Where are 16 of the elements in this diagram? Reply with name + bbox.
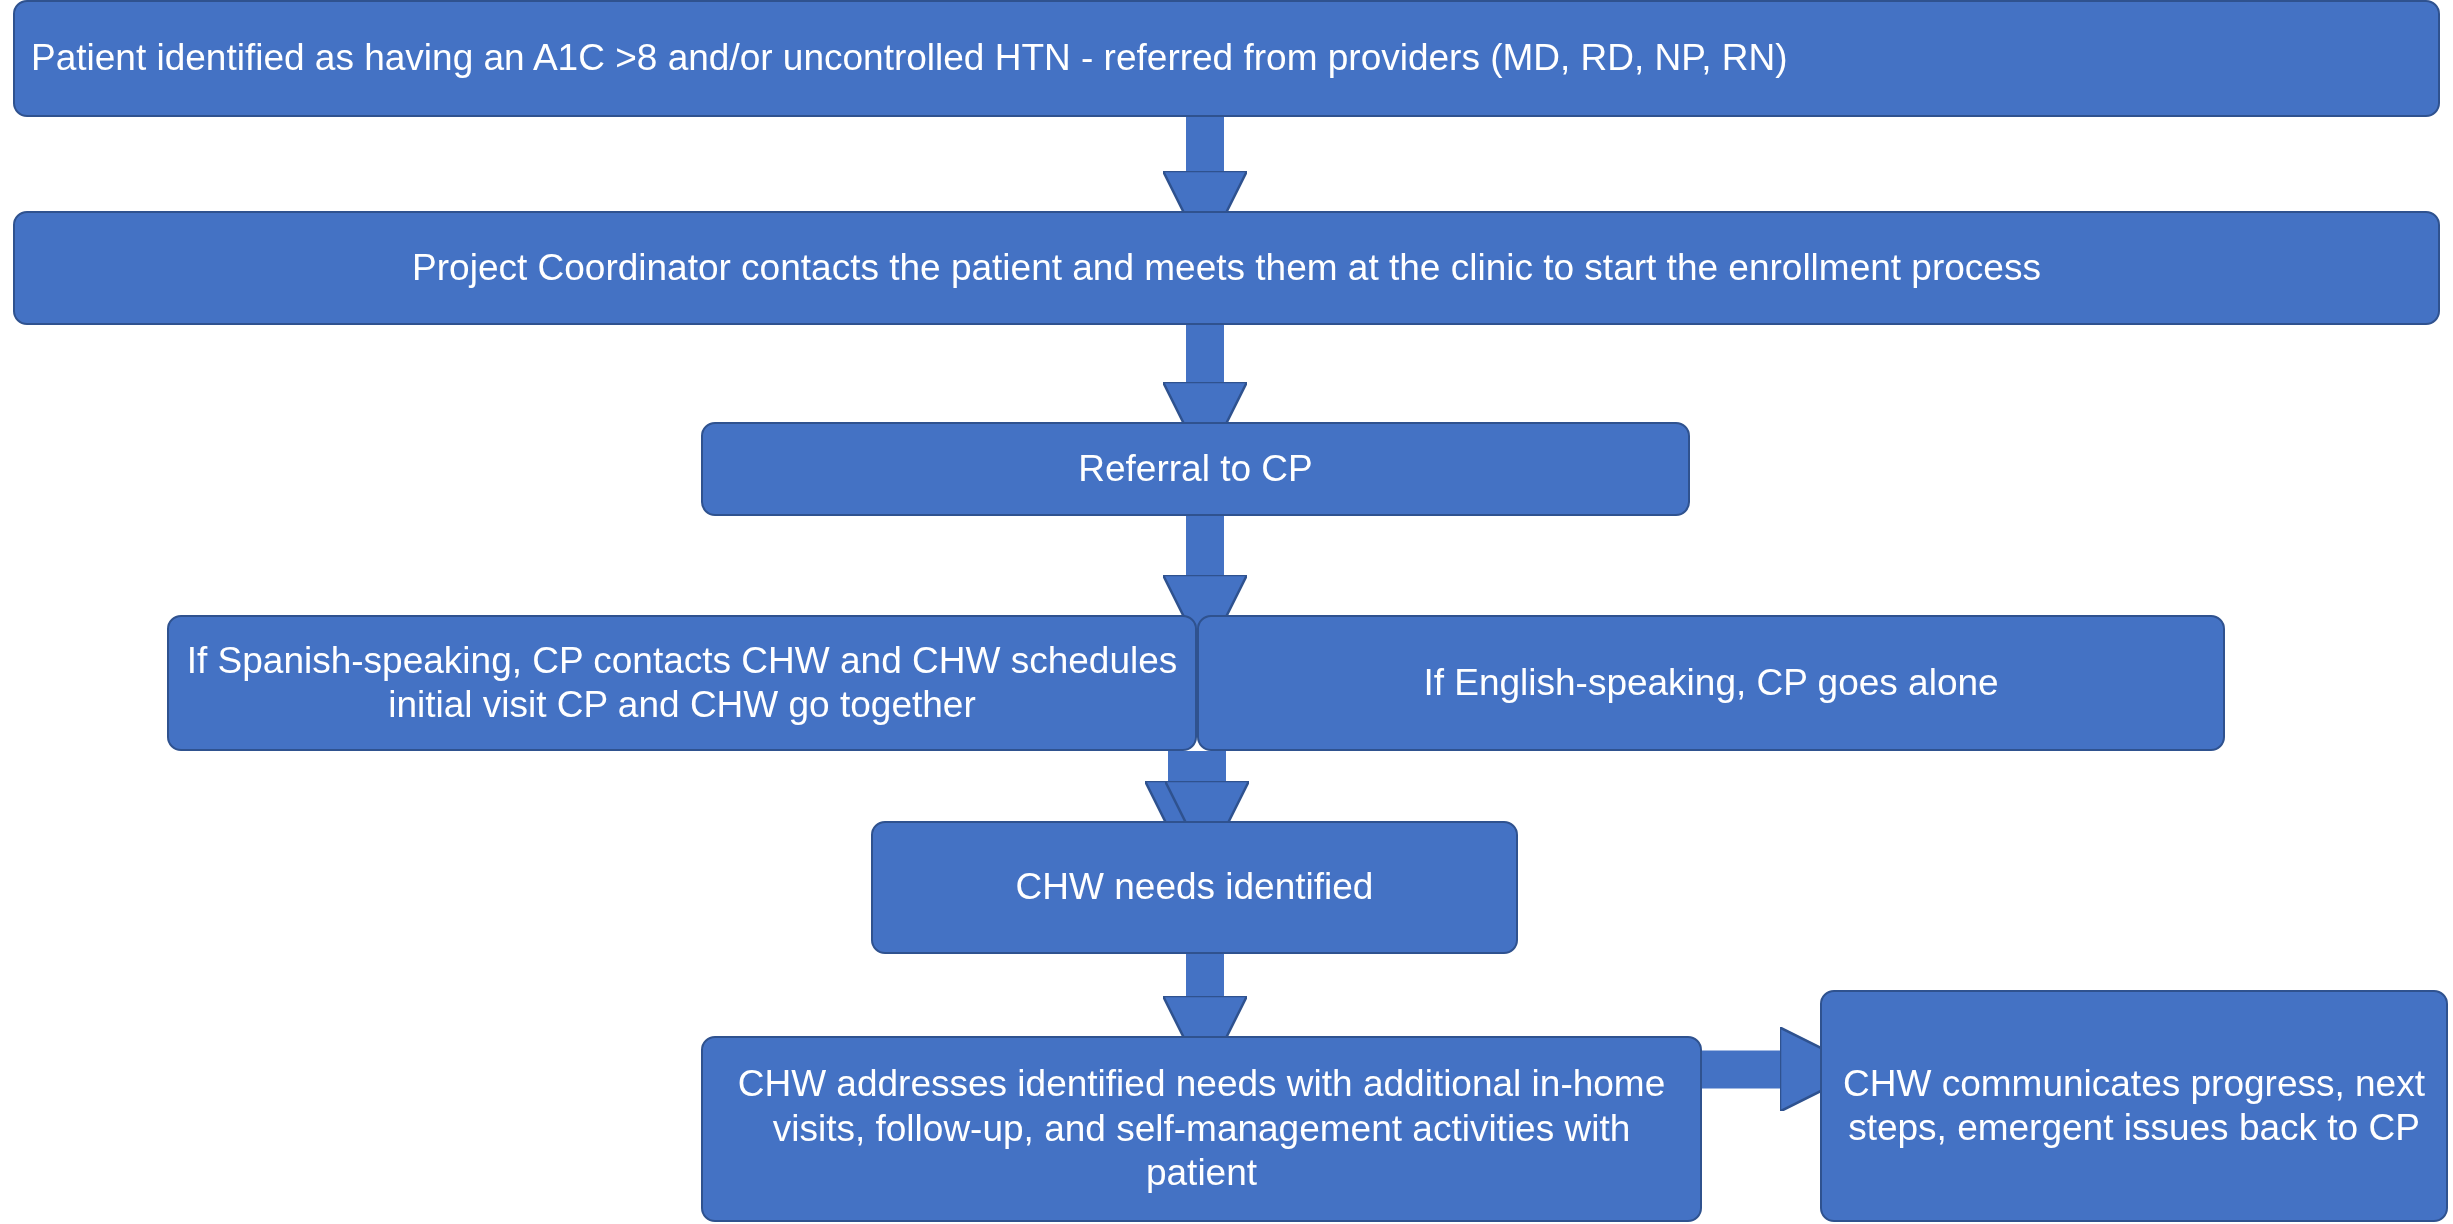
process-box (167, 615, 1197, 751)
process-box (1820, 990, 2448, 1222)
process-text: CHW needs identified (1014, 865, 1375, 910)
process-text: Patient identified as having an A1C >8 and/or uncontrolled HTN - referred from providers (MD, RD, NP, RN) (31, 36, 1789, 81)
process-box (701, 1036, 1702, 1222)
process-box (13, 0, 2440, 117)
process-text: If English-speaking, CP goes alone (1422, 660, 2000, 705)
process-text: Referral to CP (1077, 446, 1314, 491)
process-box (13, 211, 2440, 325)
process-box (701, 422, 1690, 516)
process-text: CHW communicates progress, next steps, emergent issues back to CP (1842, 1061, 2426, 1150)
process-text: CHW addresses identified needs with additional in-home visits, follow-up, and self-management activities with patient (736, 1062, 1667, 1196)
process-text: If Spanish-speaking, CP contacts CHW and CHW schedules initial visit CP and CHW go together (185, 638, 1179, 727)
process-box (1197, 615, 2225, 751)
process-box (871, 821, 1518, 954)
process-text: Project Coordinator contacts the patient and meets them at the clinic to start the enrollment process (411, 245, 2042, 290)
